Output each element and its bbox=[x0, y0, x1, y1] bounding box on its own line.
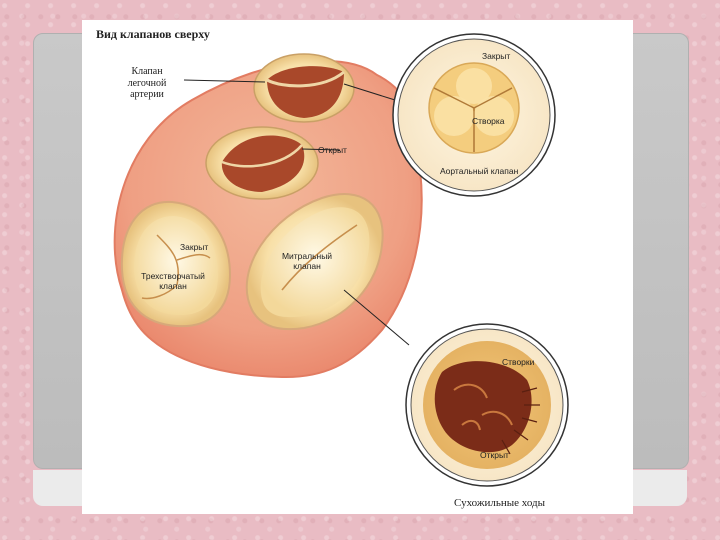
inset-aortic-valve bbox=[392, 33, 556, 197]
heart-valves-illustration bbox=[113, 33, 569, 487]
inset-mitral-valve bbox=[405, 323, 569, 487]
label-inset-closed: Закрыт bbox=[482, 51, 511, 61]
heart-valves-figure: Вид клапанов сверху Клапан легочной арте… bbox=[82, 20, 633, 514]
label-open-aortic: Открыт bbox=[318, 145, 347, 155]
label-pulmonary-valve: Клапан легочной артерии bbox=[127, 66, 167, 100]
label-closed-tricuspid: Закрыт bbox=[180, 242, 209, 252]
mitral-valve bbox=[245, 193, 384, 330]
label-inset-cusps: Створки bbox=[502, 357, 535, 367]
label-chordae: Сухожильные ходы bbox=[454, 497, 546, 509]
label-aortic-valve: Аортальный клапан bbox=[440, 166, 519, 176]
label-mitral-valve: Митральный клапан bbox=[281, 251, 333, 272]
tricuspid-valve bbox=[120, 200, 232, 328]
label-inset-open: Открыт bbox=[480, 450, 509, 460]
figure-title: Вид клапанов сверху bbox=[96, 27, 210, 41]
pulmonary-valve bbox=[253, 53, 355, 123]
aortic-valve-open bbox=[205, 126, 319, 200]
label-inset-cusp: Створка bbox=[472, 116, 505, 126]
label-tricuspid-valve: Трехстворчатый клапан bbox=[141, 271, 205, 292]
